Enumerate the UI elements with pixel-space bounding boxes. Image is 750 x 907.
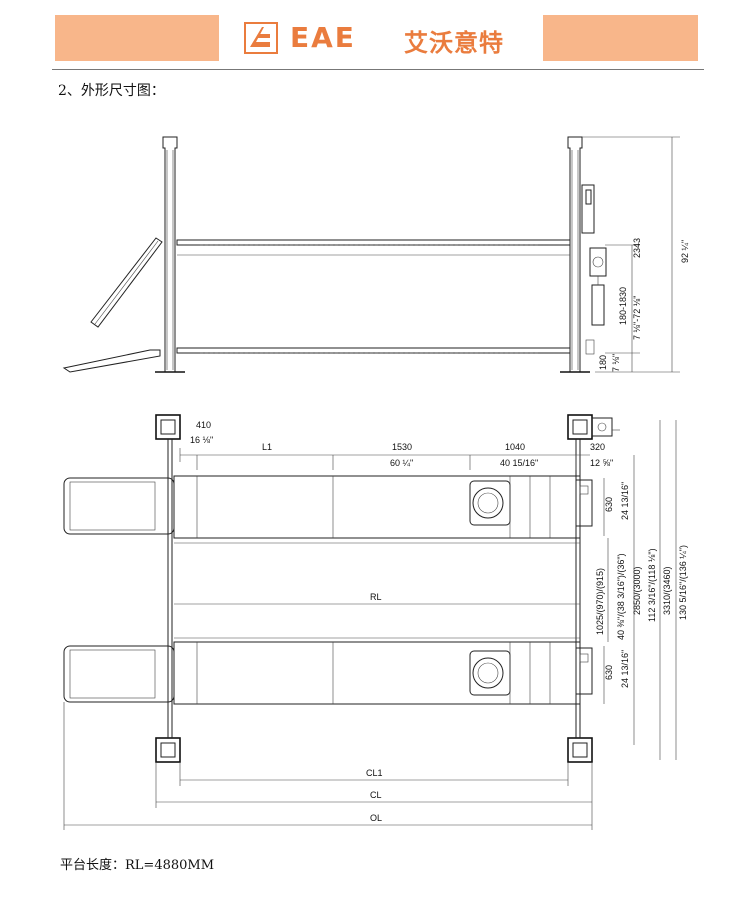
dim-630-b-in: 24 13/16" bbox=[620, 650, 630, 688]
dim-min-height-in: 7 ⅛" bbox=[611, 354, 621, 372]
dim-ol: OL bbox=[370, 813, 382, 823]
dim-total-height: 2343 bbox=[632, 238, 642, 258]
dim-1530-in: 60 ¼" bbox=[390, 458, 413, 468]
dim-320-in: 12 ⅝" bbox=[590, 458, 613, 468]
section-title: 2、外形尺寸图： bbox=[58, 83, 165, 99]
dim-1040: 1040 bbox=[505, 442, 525, 452]
dim-320: 320 bbox=[590, 442, 605, 452]
dim-rail-width: 2850/(3000) bbox=[632, 566, 642, 615]
dim-630-a-in: 24 13/16" bbox=[620, 482, 630, 520]
dim-cl1: CL1 bbox=[366, 768, 383, 778]
dim-overall-width: 3310/(3460) bbox=[662, 566, 672, 615]
dim-inner-width: 1025/(970)/(915) bbox=[595, 568, 605, 635]
brand-name-en: EAE bbox=[290, 21, 356, 54]
dim-cl: CL bbox=[370, 790, 382, 800]
dim-410: 410 bbox=[196, 420, 211, 430]
top-view: 410 16 ⅛" L1 1530 60 ¼" 1040 40 15/16" 3… bbox=[63, 414, 688, 830]
dim-total-height-in: 92 ¼" bbox=[680, 240, 690, 263]
dim-inner-width-in: 40 ⅜"/(38 3/16")/(36") bbox=[616, 553, 626, 640]
dim-630-a: 630 bbox=[604, 497, 614, 512]
dim-l1: L1 bbox=[262, 442, 272, 452]
dim-rail-width-in: 112 3/16"/(118 ⅛") bbox=[647, 548, 657, 622]
header-band-right bbox=[543, 15, 698, 61]
brand-mark-icon bbox=[244, 22, 278, 54]
brand-name-cn: 艾沃意特 bbox=[404, 29, 504, 57]
platform-length-note: 平台长度：RL=4880MM bbox=[60, 858, 215, 873]
dim-min-height: 180 bbox=[598, 355, 608, 370]
dim-1530: 1530 bbox=[392, 442, 412, 452]
dim-overall-width-in: 130 5/16"/(136 ¼") bbox=[678, 545, 688, 620]
side-view: 2343 92 ¼" 180-1830 7 ⅛"-72 ⅛" 180 7 ⅛" bbox=[62, 136, 690, 373]
brand-logo-block: EAE 艾沃意特 bbox=[244, 20, 524, 57]
dim-410-in: 16 ⅛" bbox=[190, 435, 213, 445]
dim-lift-range: 180-1830 bbox=[618, 287, 628, 325]
header-band-left bbox=[55, 15, 219, 61]
dim-1040-in: 40 15/16" bbox=[500, 458, 538, 468]
dim-rl: RL bbox=[370, 592, 382, 602]
dim-lift-range-in: 7 ⅛"-72 ⅛" bbox=[632, 296, 642, 340]
header-divider bbox=[52, 69, 704, 70]
dim-630-b: 630 bbox=[604, 665, 614, 680]
